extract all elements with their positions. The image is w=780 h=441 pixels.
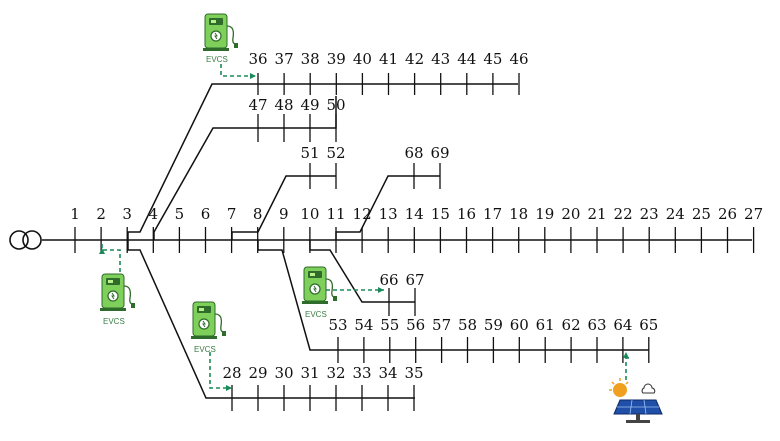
bus-label: 30 — [274, 364, 293, 382]
bus-label: 5 — [175, 205, 185, 223]
feeder-line — [127, 83, 518, 240]
bus-label: 37 — [275, 50, 294, 68]
bus-label: 42 — [405, 50, 424, 68]
ev-connection-links — [99, 64, 632, 391]
bus-label: 62 — [562, 316, 581, 334]
bus-label: 6 — [201, 205, 211, 223]
bus-label: 57 — [432, 316, 451, 334]
bus-label: 28 — [222, 364, 241, 382]
bus-label: 32 — [326, 364, 345, 382]
pv-link-arrow — [623, 352, 629, 358]
bus-label: 69 — [430, 144, 449, 162]
bus-label: 44 — [457, 50, 476, 68]
bus-label: 67 — [405, 271, 424, 289]
bus-label: 58 — [458, 316, 477, 334]
bus-label: 24 — [666, 205, 685, 223]
ev-station-caption: EVCS — [194, 345, 216, 354]
ev-link-arrow — [250, 73, 256, 79]
bus-label: 3 — [122, 205, 132, 223]
bus-label: 47 — [248, 96, 267, 114]
bus-label: 14 — [405, 205, 424, 223]
bus-label: 16 — [457, 205, 476, 223]
ev-link-arrow — [99, 248, 105, 254]
bus-label: 64 — [613, 316, 632, 334]
ev-charging-station-icon: EVCS — [301, 266, 338, 319]
bus-label: 48 — [274, 96, 293, 114]
bus-label: 40 — [353, 50, 372, 68]
bus-label: 12 — [353, 205, 372, 223]
bus-label: 21 — [587, 205, 606, 223]
bus-label: 9 — [279, 205, 289, 223]
ev-link-arrow — [226, 385, 232, 391]
bus-label: 41 — [379, 50, 398, 68]
bus-label: 4 — [149, 205, 159, 223]
bus-label: 39 — [327, 50, 346, 68]
bus-label: 11 — [326, 205, 345, 223]
bus-label: 33 — [352, 364, 371, 382]
bus-label: 43 — [431, 50, 450, 68]
bus-label: 55 — [380, 316, 399, 334]
bus-label: 20 — [561, 205, 580, 223]
bus-label: 23 — [640, 205, 659, 223]
ev-station-caption: EVCS — [103, 317, 125, 326]
bus-label: 68 — [404, 144, 423, 162]
bus-label: 46 — [509, 50, 528, 68]
bus-label: 49 — [300, 96, 319, 114]
pv-link-line — [625, 357, 632, 380]
ev-link-line — [220, 64, 256, 77]
feeder-line — [127, 240, 415, 399]
bus-label: 1 — [70, 205, 80, 223]
bus-label: 17 — [483, 205, 502, 223]
bus-label: 19 — [535, 205, 554, 223]
bus-label: 34 — [378, 364, 397, 382]
bus-label: 15 — [431, 205, 450, 223]
bus-label: 36 — [248, 50, 267, 68]
bus-label: 54 — [354, 316, 373, 334]
bus-label: 27 — [744, 205, 763, 223]
bus-label: 31 — [300, 364, 319, 382]
bus-label: 63 — [587, 316, 606, 334]
bus-label: 29 — [248, 364, 267, 382]
bus-label: 25 — [692, 205, 711, 223]
ev-station-caption: EVCS — [305, 310, 327, 319]
bus-label: 65 — [639, 316, 658, 334]
bus-label: 56 — [406, 316, 425, 334]
solar-panel-icon — [609, 378, 663, 423]
network-lines — [42, 83, 752, 399]
bus-ticks — [74, 73, 755, 411]
bus-label: 38 — [301, 50, 320, 68]
bus-label: 51 — [300, 144, 319, 162]
ev-charging-station-icon: EVCS — [190, 301, 227, 354]
bus-label: 7 — [227, 205, 237, 223]
ev-charging-station-icon: EVCS — [99, 273, 136, 326]
ev-link-line — [209, 352, 232, 389]
bus-label: 18 — [509, 205, 528, 223]
ev-charging-station-icon: EVCS — [202, 13, 239, 64]
bus-label: 61 — [536, 316, 555, 334]
bus-label: 53 — [328, 316, 347, 334]
ev-link-line — [101, 244, 121, 272]
bus-label: 22 — [614, 205, 633, 223]
bus-label: 50 — [326, 96, 345, 114]
transformer-icon — [9, 230, 42, 250]
bus-label: 26 — [718, 205, 737, 223]
bus-label: 13 — [379, 205, 398, 223]
bus-label: 2 — [96, 205, 106, 223]
bus-label: 52 — [326, 144, 345, 162]
ev-station-caption: EVCS — [206, 55, 228, 64]
bus-label: 60 — [510, 316, 529, 334]
bus-label: 66 — [379, 271, 398, 289]
bus-label: 35 — [404, 364, 423, 382]
bus-label: 8 — [253, 205, 263, 223]
bus-label: 59 — [484, 316, 503, 334]
bus-label: 10 — [300, 205, 319, 223]
bus-label: 45 — [483, 50, 502, 68]
ev-link-arrow — [378, 287, 384, 293]
